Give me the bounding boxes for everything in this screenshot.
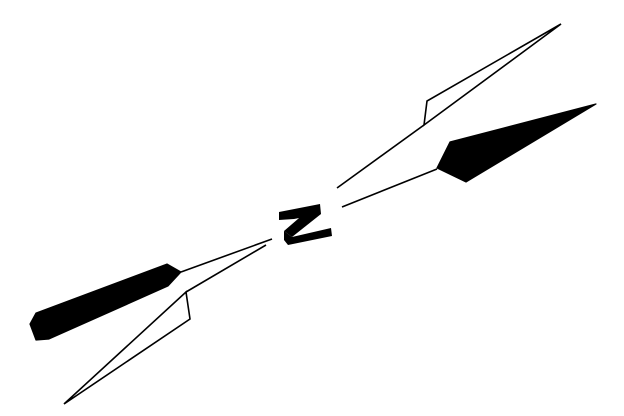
upper-outline-shaft xyxy=(336,124,425,189)
lower-solid-arrow xyxy=(29,263,182,341)
z-letter-glyph xyxy=(279,204,332,245)
upper-outline-arrow xyxy=(422,23,562,127)
lower-outline-shaft xyxy=(185,244,267,293)
upper-solid-arrow xyxy=(436,103,597,183)
upper-solid-shaft xyxy=(341,168,438,208)
lower-solid-shaft xyxy=(180,238,273,273)
lower-outline-arrow xyxy=(63,290,191,405)
